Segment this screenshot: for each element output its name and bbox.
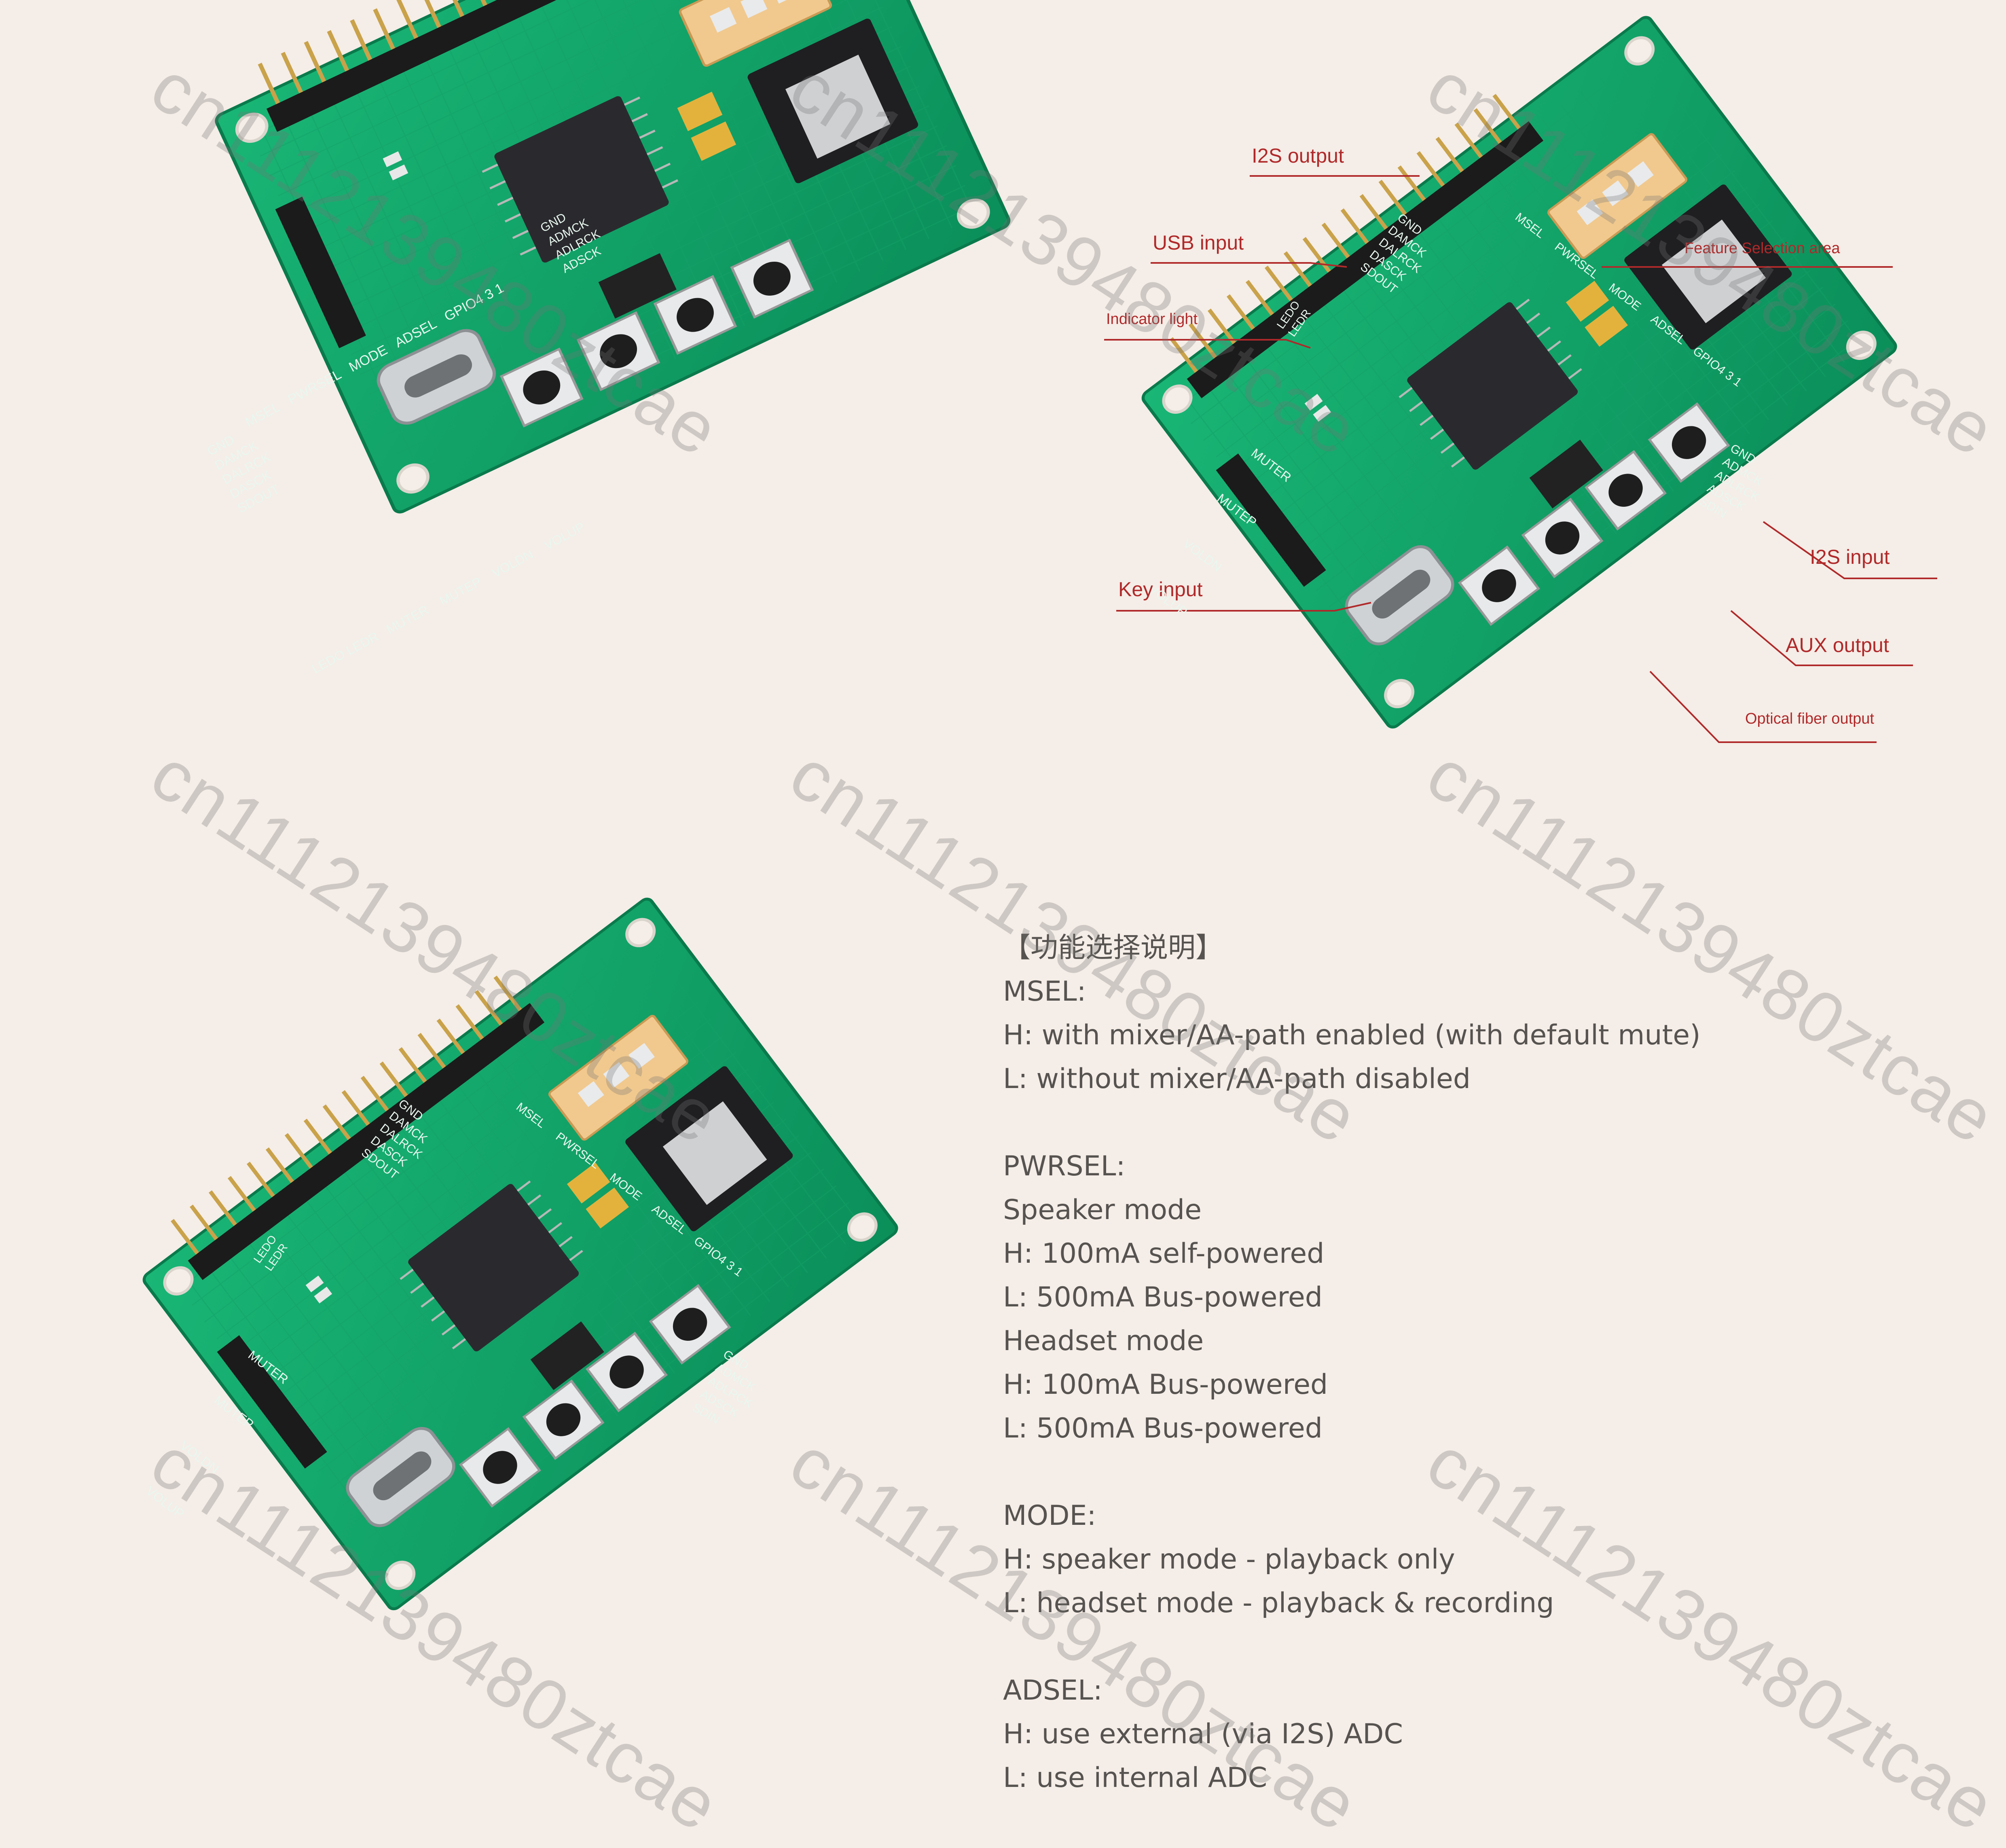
notes-line: H: with mixer/AA-path enabled (with defa… [1003, 1019, 1701, 1051]
notes-line: ADSEL: [1003, 1674, 1102, 1706]
board-bottom-left [125, 874, 899, 1611]
notes-line: L: 500mA Bus-powered [1003, 1281, 1323, 1313]
notes-line: Speaker mode [1003, 1194, 1202, 1226]
callout-aux-output: AUX output [1786, 634, 1889, 656]
callout-usb-input: USB input [1153, 231, 1244, 254]
notes-spacer [1003, 1450, 1933, 1494]
callout-optical-output: Optical fiber output [1745, 710, 1874, 727]
notes-line: L: use internal ADC [1003, 1762, 1268, 1794]
notes-line: MODE: [1003, 1500, 1096, 1532]
notes-spacer [1003, 1101, 1933, 1145]
board-top-left [202, 0, 1011, 514]
notes-line: H: 100mA self-powered [1003, 1238, 1325, 1270]
notes-heading: 【功能选择说明】 [1003, 932, 1223, 964]
notes-line: L: 500mA Bus-powered [1003, 1412, 1323, 1444]
callout-leader-lines [1104, 175, 1937, 743]
notes-line: H: 100mA Bus-powered [1003, 1369, 1328, 1401]
callout-i2s-output: I2S output [1252, 144, 1344, 167]
feature-description: 【功能选择说明】 MSEL: H: with mixer/AA-path ena… [1003, 926, 1933, 1800]
notes-line: L: headset mode - playback & recording [1003, 1587, 1554, 1619]
notes-line: MSEL: [1003, 976, 1086, 1008]
callout-feature-selection: Feature Selection area [1684, 240, 1840, 257]
callout-key-input: Key input [1118, 578, 1203, 601]
notes-line: L: without mixer/AA-path disabled [1003, 1063, 1471, 1095]
notes-line: H: use external (via I2S) ADC [1003, 1718, 1403, 1750]
notes-line: H: speaker mode - playback only [1003, 1543, 1455, 1575]
notes-spacer [1003, 1625, 1933, 1669]
callout-i2s-input: I2S input [1810, 546, 1890, 568]
notes-line: Headset mode [1003, 1325, 1204, 1357]
board-top-right [1124, 0, 1898, 730]
notes-line: PWRSEL: [1003, 1150, 1126, 1182]
callout-indicator-light: Indicator light [1106, 311, 1198, 328]
